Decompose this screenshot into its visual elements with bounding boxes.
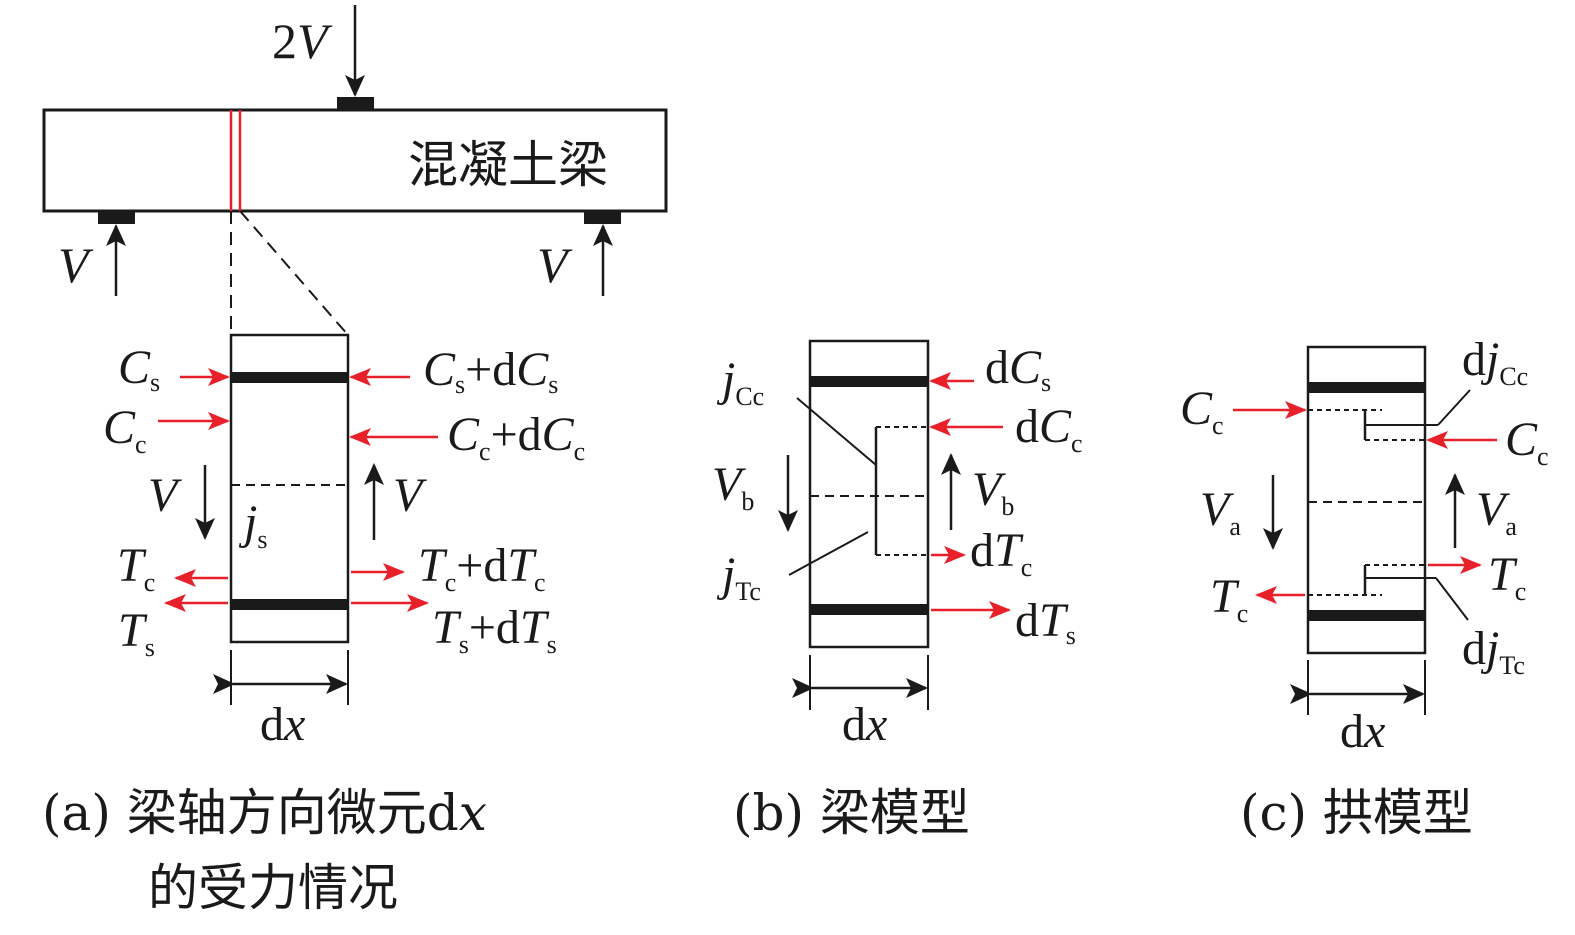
- a-v-left-label: V: [148, 469, 182, 522]
- b-dcc-label: dCc: [1015, 400, 1083, 458]
- panel-c-element: [1306, 345, 1471, 715]
- panel-a-element: [229, 333, 350, 705]
- c-djtc-label: djTc: [1462, 622, 1525, 680]
- c-tc-left-label: Tc: [1210, 570, 1248, 628]
- caption-b: (b) 梁模型: [733, 784, 970, 842]
- c-djcc-label: djCc: [1462, 333, 1528, 391]
- support-right-label: V: [537, 237, 573, 293]
- load-label: 2V: [272, 13, 333, 69]
- caption-a-line1: (a) 梁轴方向微元dx: [42, 784, 487, 842]
- c-dx-label: dx: [1340, 705, 1385, 758]
- a-ts-dts-label: Ts+dTs: [432, 601, 557, 659]
- c-va-right-label: Va: [1476, 483, 1517, 541]
- c-cc-right-label: Cc: [1505, 413, 1549, 471]
- caption-c: (c) 拱模型: [1240, 784, 1473, 842]
- a-cc-label: Cc: [103, 401, 147, 459]
- beam-label: 混凝土梁: [408, 136, 608, 194]
- zoom-lines: [230, 210, 349, 336]
- c-va-left-label: Va: [1200, 483, 1241, 541]
- a-tc-dtc-label: Tc+dTc: [418, 539, 546, 597]
- panel-a-arrows: [158, 368, 438, 694]
- c-cc-left-label: Cc: [1180, 382, 1224, 440]
- concrete-beam: [42, 5, 668, 296]
- a-cs-label: Cs: [118, 341, 160, 397]
- a-tc-label: Tc: [117, 539, 155, 597]
- c-tc-right-label: Tc: [1488, 548, 1526, 606]
- a-cc-dcc-label: Cc+dCc: [447, 408, 585, 466]
- b-dts-label: dTs: [1015, 594, 1076, 650]
- a-ts-label: Ts: [118, 604, 155, 662]
- a-dx-label: dx: [260, 698, 305, 751]
- a-v-right-label: V: [393, 469, 427, 522]
- b-jcc-label: jCc: [716, 353, 764, 411]
- a-cs-dcs-label: Cs+dCs: [423, 343, 558, 399]
- b-dx-label: dx: [842, 698, 887, 751]
- b-dtc-label: dTc: [970, 524, 1032, 582]
- support-left-label: V: [58, 237, 94, 293]
- panel-c-arrows: [1233, 401, 1497, 704]
- caption-a-line2: 的受力情况: [148, 859, 398, 917]
- panel-b-element: [788, 339, 930, 710]
- b-vb-right-label: Vb: [972, 463, 1014, 521]
- b-vb-left-label: Vb: [712, 458, 754, 516]
- a-js-label: js: [238, 496, 267, 554]
- b-jtc-label: jTc: [716, 548, 761, 606]
- panel-b-arrows: [778, 372, 1011, 698]
- b-dcs-label: dCs: [985, 341, 1051, 397]
